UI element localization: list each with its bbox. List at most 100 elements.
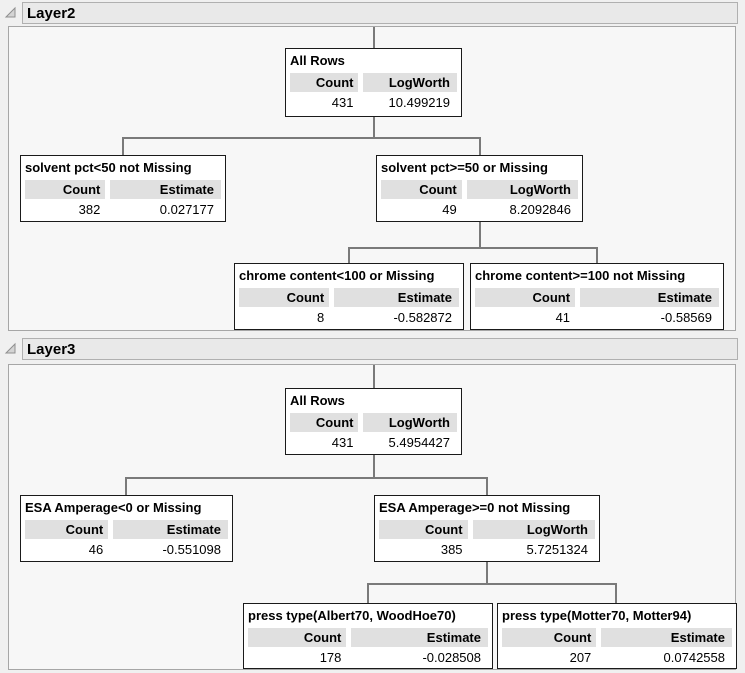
node-table-header: Count LogWorth [286, 413, 461, 432]
tree-connector [479, 137, 481, 156]
col-estimate-header: Estimate [113, 520, 228, 539]
node-table-header: Count Estimate [235, 288, 463, 307]
disclosure-triangle-icon[interactable] [3, 5, 18, 20]
count-value: 46 [88, 542, 104, 557]
count-value: 385 [440, 542, 463, 557]
col-count-header: Count [248, 628, 347, 647]
node-solvent-lt50[interactable]: solvent pct<50 not Missing Count Estimat… [20, 155, 226, 222]
count-value: 431 [331, 95, 354, 110]
node-table-header: Count Estimate [21, 520, 232, 539]
tree-connector [596, 247, 598, 264]
tree-connector [348, 247, 598, 249]
node-label: All Rows [290, 393, 345, 408]
col-count-header: Count [475, 288, 576, 307]
tree-connector [122, 137, 124, 156]
col-logworth-header: LogWorth [472, 520, 595, 539]
node-label: press type(Albert70, WoodHoe70) [248, 608, 456, 623]
node-table-values: 382 0.027177 [21, 200, 225, 219]
node-table-header: Count LogWorth [286, 73, 461, 92]
node-label: chrome content>=100 not Missing [475, 268, 686, 283]
node-label: ESA Amperage>=0 not Missing [379, 500, 571, 515]
node-press-albert70-woodhoe70[interactable]: press type(Albert70, WoodHoe70) Count Es… [243, 603, 493, 669]
count-value: 49 [442, 202, 457, 217]
col-count-header: Count [25, 520, 109, 539]
layer3-tree-panel: All Rows Count LogWorth 431 5.4954427 ES… [8, 364, 737, 670]
layer2-title: Layer2 [27, 4, 76, 22]
logworth-value: 10.499219 [388, 95, 450, 110]
tree-connector [486, 562, 488, 583]
node-all-rows[interactable]: All Rows Count LogWorth 431 5.4954427 [285, 388, 462, 455]
logworth-value: 8.2092846 [509, 202, 571, 217]
count-value: 382 [78, 202, 101, 217]
node-table-header: Count Estimate [21, 180, 225, 199]
estimate-value: 0.0742558 [663, 650, 725, 665]
node-table-values: 41 -0.58569 [471, 308, 723, 327]
tree-connector [373, 117, 375, 137]
node-table-values: 8 -0.582872 [235, 308, 463, 327]
tree-connector [615, 583, 617, 603]
node-table-values: 431 5.4954427 [286, 433, 461, 452]
node-label: press type(Motter70, Motter94) [502, 608, 692, 623]
node-table-header: Count Estimate [471, 288, 723, 307]
node-chrome-ge100[interactable]: chrome content>=100 not Missing Count Es… [470, 263, 724, 330]
layer3-title-bar[interactable]: Layer3 [22, 338, 738, 360]
node-all-rows[interactable]: All Rows Count LogWorth 431 10.499219 [285, 48, 462, 117]
tree-connector [373, 455, 375, 477]
col-estimate-header: Estimate [334, 288, 459, 307]
node-table-values: 207 0.0742558 [498, 648, 736, 667]
col-estimate-header: Estimate [580, 288, 719, 307]
estimate-value: -0.551098 [162, 542, 221, 557]
tree-connector [486, 477, 488, 495]
count-value: 41 [555, 310, 571, 325]
node-label: solvent pct>=50 or Missing [381, 160, 548, 175]
count-value: 178 [319, 650, 342, 665]
estimate-value: -0.582872 [393, 310, 452, 325]
tree-connector [125, 477, 127, 495]
node-solvent-ge50[interactable]: solvent pct>=50 or Missing Count LogWort… [376, 155, 583, 222]
estimate-value: -0.028508 [422, 650, 481, 665]
layer2-tree-panel: All Rows Count LogWorth 431 10.499219 so… [8, 26, 736, 331]
node-table-header: Count Estimate [498, 628, 736, 647]
node-table-header: Count LogWorth [377, 180, 582, 199]
col-count-header: Count [290, 413, 359, 432]
node-label: All Rows [290, 53, 345, 68]
logworth-value: 5.7251324 [526, 542, 588, 557]
node-chrome-lt100[interactable]: chrome content<100 or Missing Count Esti… [234, 263, 464, 330]
node-press-motter70-motter94[interactable]: press type(Motter70, Motter94) Count Est… [497, 603, 737, 669]
disclosure-triangle-icon[interactable] [3, 341, 18, 356]
col-count-header: Count [381, 180, 462, 199]
count-value: 207 [569, 650, 592, 665]
count-value: 431 [331, 435, 354, 450]
col-logworth-header: LogWorth [363, 413, 457, 432]
col-estimate-header: Estimate [110, 180, 221, 199]
col-estimate-header: Estimate [351, 628, 488, 647]
node-table-values: 46 -0.551098 [21, 540, 232, 559]
col-count-header: Count [290, 73, 359, 92]
node-table-header: Count Estimate [244, 628, 492, 647]
col-count-header: Count [502, 628, 597, 647]
node-label: ESA Amperage<0 or Missing [25, 500, 202, 515]
col-estimate-header: Estimate [601, 628, 732, 647]
col-logworth-header: LogWorth [363, 73, 457, 92]
node-table-values: 385 5.7251324 [375, 540, 599, 559]
tree-connector [367, 583, 369, 603]
layer3-title: Layer3 [27, 340, 76, 358]
tree-connector [348, 247, 350, 264]
col-logworth-header: LogWorth [466, 180, 578, 199]
col-count-header: Count [379, 520, 468, 539]
tree-connector [373, 365, 375, 388]
tree-connector [122, 137, 481, 139]
node-label: chrome content<100 or Missing [239, 268, 435, 283]
estimate-value: 0.027177 [159, 202, 214, 217]
node-esa-lt0[interactable]: ESA Amperage<0 or Missing Count Estimate… [20, 495, 233, 562]
node-esa-ge0[interactable]: ESA Amperage>=0 not Missing Count LogWor… [374, 495, 600, 562]
tree-connector [479, 222, 481, 247]
logworth-value: 5.4954427 [388, 435, 450, 450]
node-table-values: 431 10.499219 [286, 93, 461, 112]
tree-connector [373, 27, 375, 48]
col-count-header: Count [25, 180, 106, 199]
node-table-values: 49 8.2092846 [377, 200, 582, 219]
layer2-title-bar[interactable]: Layer2 [22, 2, 738, 24]
node-table-values: 178 -0.028508 [244, 648, 492, 667]
count-value: 8 [316, 310, 325, 325]
